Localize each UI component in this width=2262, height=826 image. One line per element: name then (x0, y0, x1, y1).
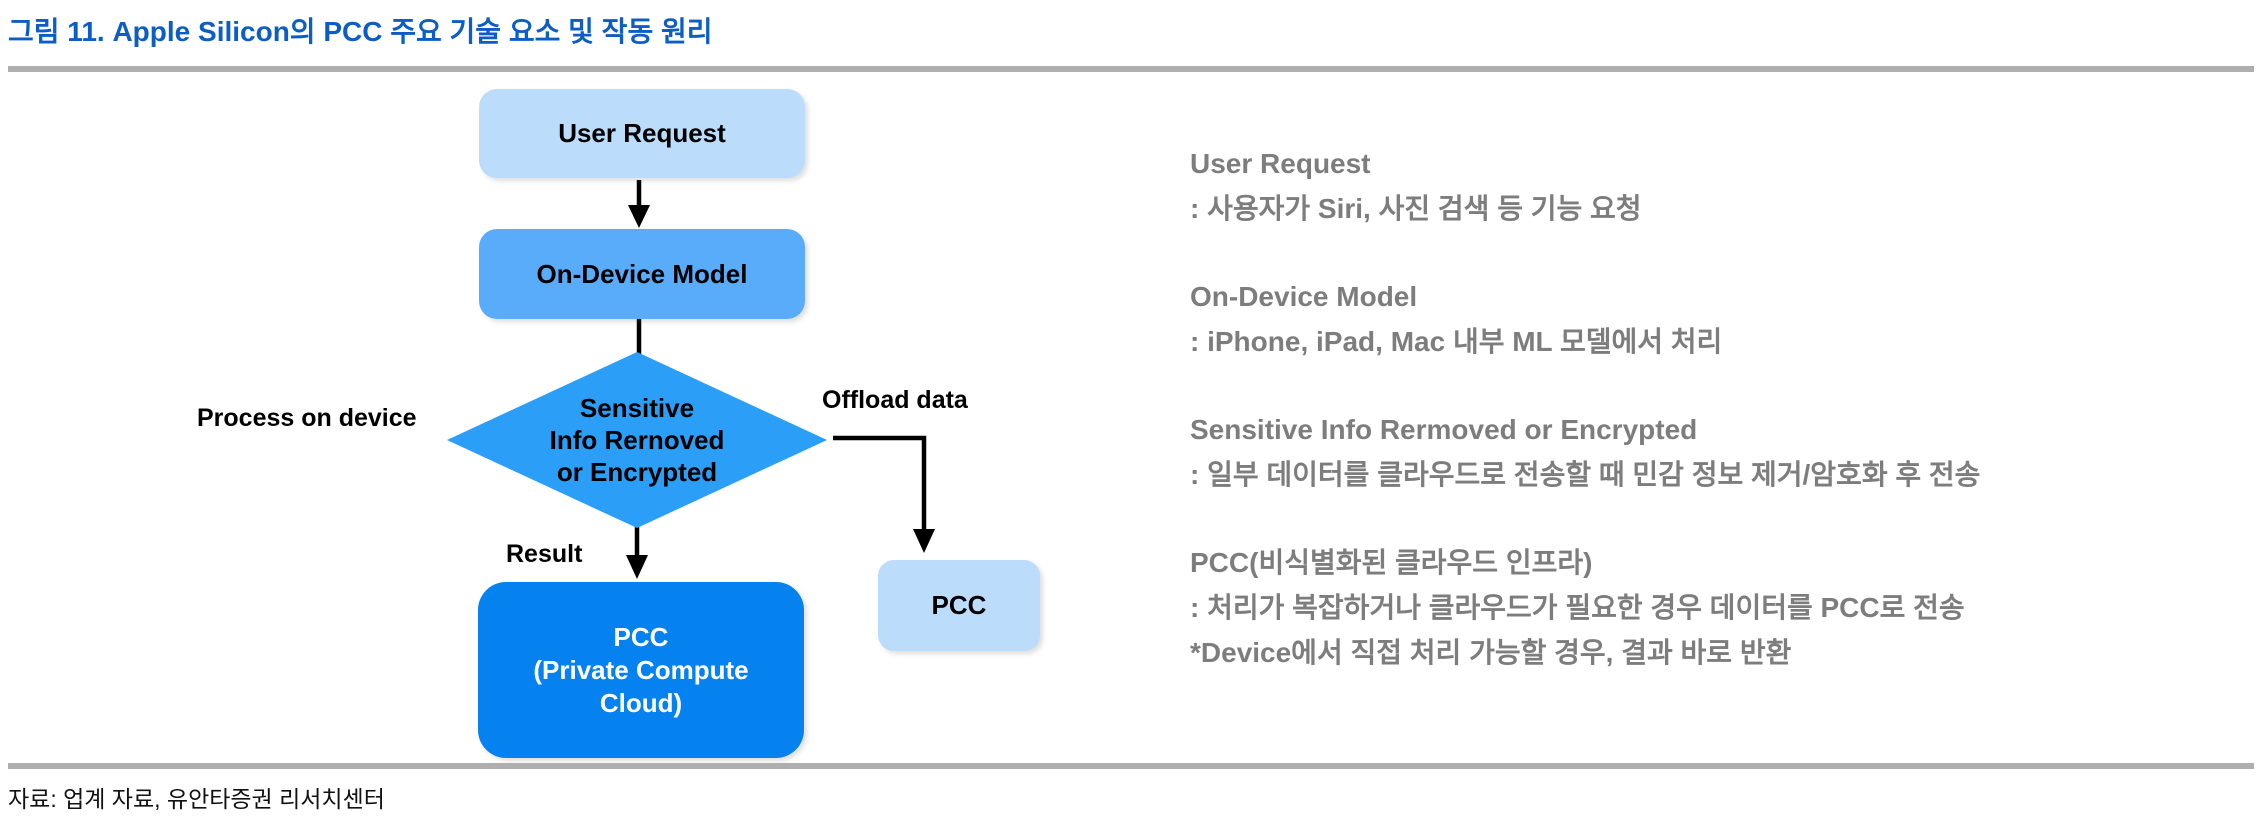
bottom-divider (8, 763, 2254, 769)
arrowhead-user-to-ondevice (628, 205, 650, 228)
figure-title: 그림 11. Apple Silicon의 PCC 주요 기술 요소 및 작동 … (8, 16, 713, 47)
node-decision-diamond (447, 352, 827, 528)
elbow-decision-to-pcc-small (833, 435, 927, 531)
annotation-line: : 일부 데이터를 클라우드로 전송할 때 민감 정보 제거/암호화 후 전송 (1190, 459, 1981, 490)
edge-label-offload-data: Offload data (822, 386, 968, 414)
edge-label-process-on-device: Process on device (197, 404, 417, 432)
annotation-line: *Device에서 직접 처리 가능할 경우, 결과 바로 반환 (1190, 637, 1792, 668)
arrowhead-decision-to-pcc (626, 555, 648, 579)
annotation-line: : iPhone, iPad, Mac 내부 ML 모델에서 처리 (1190, 326, 1723, 357)
annotation-line: : 사용자가 Siri, 사진 검색 등 기능 요청 (1190, 193, 1642, 224)
annotation-heading: Sensitive Info Rermoved or Encrypted (1190, 414, 1698, 445)
node-pcc-small: PCC (878, 560, 1040, 651)
node-user-request-label: User Request (558, 118, 726, 148)
annotation-heading: On-Device Model (1190, 281, 1418, 312)
source-note: 자료: 업계 자료, 유안타증권 리서치센터 (8, 786, 385, 812)
pcc-main-label-line2: (Private Compute (533, 654, 749, 685)
node-decision-label: Sensitive Info Rernoved or Encrypted (437, 392, 837, 488)
annotation-block-on-device-model: On-Device Model : iPhone, iPad, Mac 내부 M… (1190, 274, 2240, 364)
annotation-block-sensitive-info: Sensitive Info Rermoved or Encrypted : 일… (1190, 407, 2240, 497)
top-divider (8, 66, 2254, 72)
node-pcc-small-label: PCC (931, 590, 987, 620)
node-pcc-main: PCC (Private Compute Cloud) (478, 582, 804, 758)
arrowhead-decision-to-pcc-small (913, 529, 935, 553)
decision-label-line2: Info Rernoved (549, 425, 725, 455)
decision-label-line3: or Encrypted (556, 457, 718, 487)
node-on-device-model: On-Device Model (479, 229, 805, 319)
pcc-main-label-line1: PCC (613, 621, 669, 652)
edge-label-result: Result (506, 540, 583, 568)
decision-label-line1: Sensitive (579, 393, 695, 423)
pcc-main-label-line3: Cloud) (599, 687, 683, 718)
node-user-request: User Request (479, 89, 805, 178)
annotation-block-pcc: PCC(비식별화된 클라우드 인프라) : 처리가 복잡하거나 클라우드가 필요… (1190, 540, 2240, 675)
annotation-heading: User Request (1190, 148, 1371, 179)
node-on-device-model-label: On-Device Model (536, 258, 748, 289)
annotation-line: : 처리가 복잡하거나 클라우드가 필요한 경우 데이터를 PCC로 전송 (1190, 592, 1965, 623)
annotation-block-user-request: User Request : 사용자가 Siri, 사진 검색 등 기능 요청 (1190, 141, 2240, 231)
annotation-heading: PCC(비식별화된 클라우드 인프라) (1190, 547, 1593, 578)
